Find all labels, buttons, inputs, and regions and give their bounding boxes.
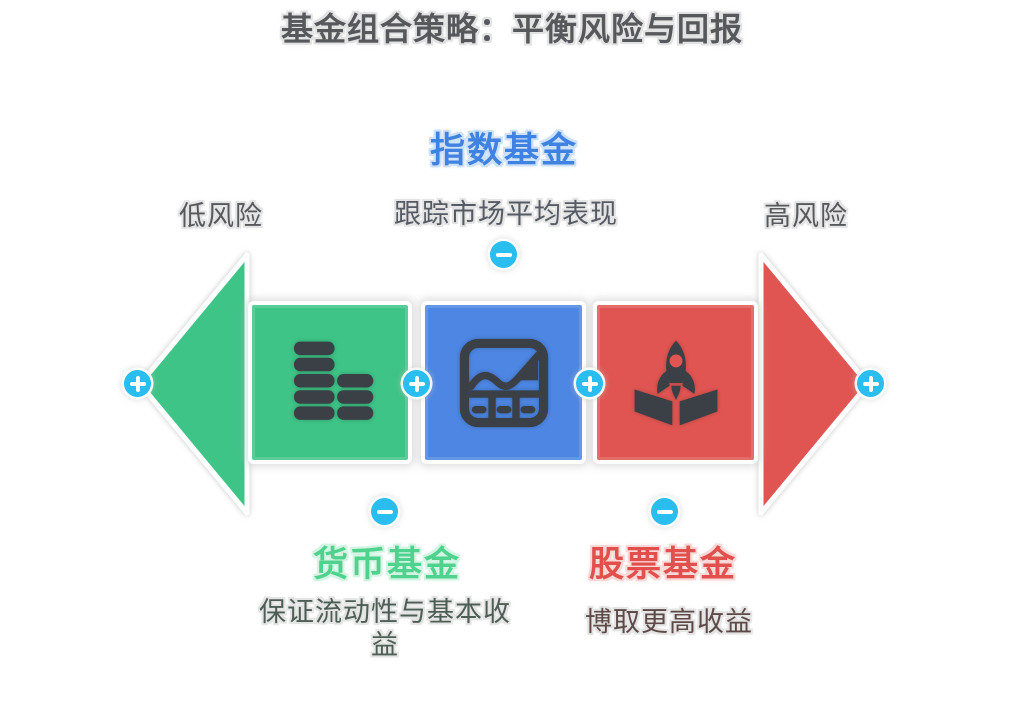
plus-button-high-end[interactable] xyxy=(857,370,884,397)
plus-button-money-index-junction[interactable] xyxy=(403,370,430,397)
stock-fund-description: 博取更高收益 xyxy=(585,607,753,637)
page-title: 基金组合策略：平衡风险与回报 xyxy=(280,11,744,47)
rocket-window xyxy=(669,353,682,367)
low-risk-label: 低风险 xyxy=(179,201,263,231)
money-fund-name: 货币基金 xyxy=(312,545,462,584)
plus-icon-bar xyxy=(135,375,140,392)
minus-icon xyxy=(376,509,393,514)
growth-chart-icon xyxy=(459,338,548,427)
index-fund-description: 跟踪市场平均表现 xyxy=(394,199,618,229)
minus-icon xyxy=(656,509,673,514)
minus-button-index-fund[interactable] xyxy=(490,241,517,268)
index-fund-node xyxy=(421,301,586,464)
plus-button-index-stock-junction[interactable] xyxy=(576,370,603,397)
plus-icon-bar xyxy=(587,375,592,392)
plus-button-low-end[interactable] xyxy=(124,370,151,397)
index-fund-name: 指数基金 xyxy=(429,131,579,170)
low-risk-arrow xyxy=(137,252,250,516)
minus-button-stock-fund[interactable] xyxy=(651,498,678,525)
low-risk-arrow-shape xyxy=(137,252,250,516)
high-risk-label: 高风险 xyxy=(764,201,848,231)
coin-stack-icon xyxy=(294,341,374,420)
money-fund-description: 保证流动性与基本收益 xyxy=(259,597,511,660)
high-risk-arrow-shape xyxy=(758,252,871,516)
money-fund-node xyxy=(248,301,412,464)
stock-fund-node xyxy=(593,301,758,464)
rocket-launch-icon xyxy=(634,340,717,425)
stock-fund-name: 股票基金 xyxy=(588,545,738,584)
plus-icon-bar xyxy=(868,375,873,392)
minus-icon xyxy=(495,252,512,257)
plus-icon-bar xyxy=(414,375,419,392)
high-risk-arrow xyxy=(758,252,871,516)
minus-button-money-fund[interactable] xyxy=(371,498,398,525)
